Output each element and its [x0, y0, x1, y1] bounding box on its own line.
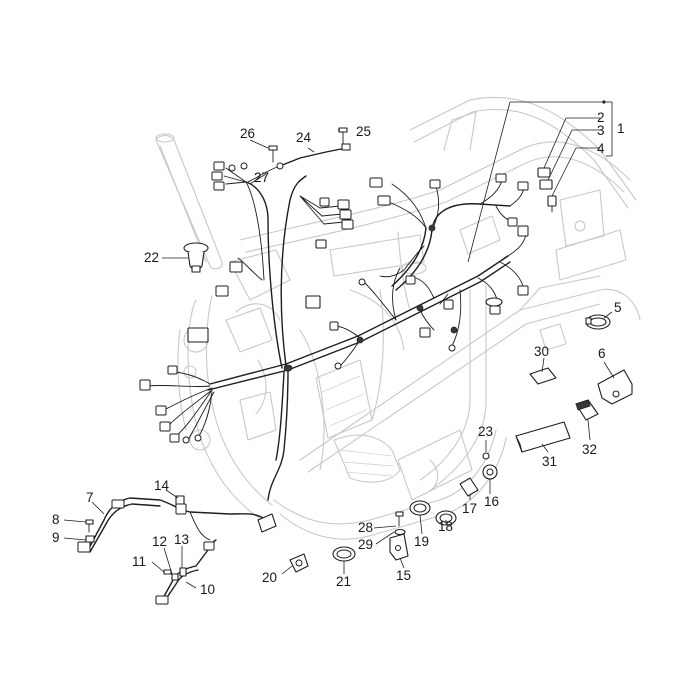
- callout-labels: 1 2 3 4 5 6 7 8 9 10 11 12 13 14 15 16 1…: [52, 110, 625, 597]
- part-8-screw: [85, 519, 94, 533]
- part-22-cap: [183, 242, 209, 273]
- callout-21: 21: [336, 574, 351, 589]
- part-14-clip: [175, 495, 185, 505]
- part-4-fuse: [547, 195, 557, 213]
- callout-3: 3: [597, 123, 605, 138]
- leader-lines: [63, 100, 615, 589]
- part-16-clip: [482, 464, 498, 480]
- callout-25: 25: [356, 124, 371, 139]
- callout-9: 9: [52, 530, 60, 545]
- harness-connectors: [139, 161, 529, 444]
- callout-17: 17: [462, 501, 477, 516]
- callout-24: 24: [296, 130, 312, 145]
- callout-1: 1: [617, 121, 625, 136]
- callout-14: 14: [154, 478, 170, 493]
- part-31-foam: [515, 421, 571, 453]
- part-21-ring: [332, 546, 356, 562]
- part-26-screw: [268, 145, 278, 163]
- part-28-screw: [395, 511, 404, 527]
- callout-30: 30: [534, 344, 549, 359]
- callout-2: 2: [597, 110, 605, 125]
- part-17-clip: [459, 477, 479, 497]
- part-11-screw: [163, 569, 172, 575]
- part-2-3-fuses: [537, 167, 553, 190]
- part-5-clamp: [585, 314, 611, 330]
- callout-5: 5: [614, 300, 622, 315]
- callout-23: 23: [478, 424, 493, 439]
- callout-6: 6: [598, 346, 606, 361]
- part-23-screw: [482, 452, 490, 460]
- part-12-clip: [171, 573, 179, 581]
- part-6-bracket: [597, 369, 633, 405]
- part-7-lower-harness: [77, 497, 277, 553]
- callout-4: 4: [597, 141, 605, 156]
- callout-29: 29: [358, 537, 373, 552]
- callout-13: 13: [174, 532, 189, 547]
- callout-8: 8: [52, 512, 60, 527]
- part-19-ring: [409, 500, 431, 516]
- callout-26: 26: [240, 126, 255, 141]
- part-32-pad: [575, 399, 599, 421]
- part-20-clamp: [289, 553, 309, 573]
- callout-12: 12: [152, 534, 167, 549]
- callout-22: 22: [144, 250, 159, 265]
- callout-20: 20: [262, 570, 277, 585]
- callout-7: 7: [86, 490, 94, 505]
- part-9-clip: [85, 535, 95, 543]
- part-24-cable: [276, 143, 351, 170]
- callout-32: 32: [582, 442, 597, 457]
- callout-28: 28: [358, 520, 373, 535]
- callout-27: 27: [254, 170, 269, 185]
- part-18-ring: [435, 510, 457, 526]
- callout-10: 10: [200, 582, 215, 597]
- part-29-washer: [394, 528, 406, 536]
- part-15-bracket: [389, 533, 409, 561]
- part-13-clip: [179, 567, 187, 577]
- callout-19: 19: [414, 534, 429, 549]
- callout-31: 31: [542, 454, 557, 469]
- callout-16: 16: [484, 494, 499, 509]
- part-30-plate: [529, 367, 557, 385]
- callout-18: 18: [438, 519, 453, 534]
- part-25-screw: [338, 127, 348, 145]
- callout-11: 11: [132, 554, 146, 569]
- callout-15: 15: [396, 568, 411, 583]
- scooter-frame: [155, 96, 641, 540]
